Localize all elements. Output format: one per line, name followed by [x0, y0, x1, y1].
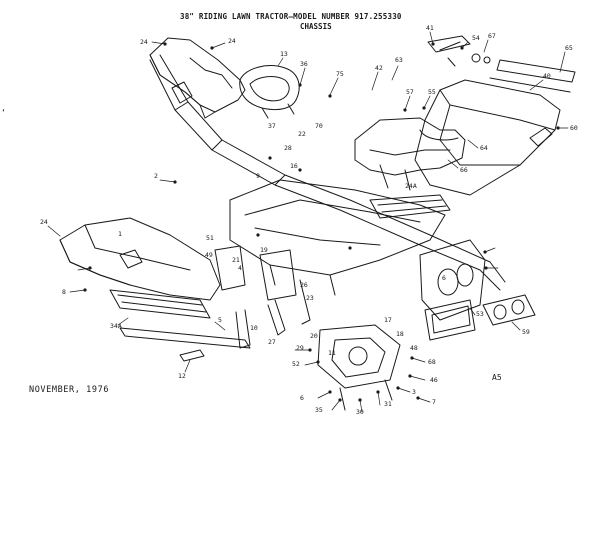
part-number-label: 52: [292, 360, 300, 368]
part-number-label: 57: [406, 88, 414, 96]
main-frame-rail: [149, 54, 506, 291]
part-number-label: 51: [206, 234, 214, 242]
part-number-label: 37: [268, 122, 276, 130]
part-number-label: 11: [328, 349, 336, 357]
hardware-fasteners: [83, 42, 560, 402]
part-number-label: 42: [375, 64, 383, 72]
part-number-label: 65: [565, 44, 573, 52]
page-code: A5: [492, 373, 502, 382]
part-number-label: 16: [290, 162, 298, 170]
hood-assembly: [414, 79, 561, 196]
part-number-label: 67: [488, 32, 496, 40]
part-number-label: 24: [228, 37, 236, 45]
leader-lines: [47, 31, 569, 413]
transmission-mount-plate: [317, 324, 401, 411]
part-number-label: 24A: [405, 182, 417, 190]
part-number-label: 40: [543, 72, 551, 80]
rear-fender-assembly: [149, 37, 246, 119]
part-number-label: 68: [428, 358, 436, 366]
part-number-label: 63: [395, 56, 403, 64]
left-footrest: [109, 289, 211, 319]
part-number-label: 60: [570, 124, 578, 132]
diagram-title: 38" RIDING LAWN TRACTOR–MODEL NUMBER 917…: [180, 12, 402, 21]
part-number-label: 30: [356, 408, 364, 416]
part-number-label: 5: [218, 316, 222, 324]
part-number-label: 3: [412, 388, 416, 396]
part-number-label: 35: [315, 406, 323, 414]
part-number-label: 24: [40, 218, 48, 226]
part-number-label: 1: [118, 230, 122, 238]
part-number-label: 10: [250, 324, 258, 332]
left-fender-assembly: [59, 217, 221, 301]
right-footrest: [369, 194, 451, 219]
part-number-label: 36: [300, 60, 308, 68]
part-number-label: 8: [62, 288, 66, 296]
part-number-label: 21: [232, 256, 240, 264]
lift-handle-part: [179, 349, 205, 362]
part-number-label: 19: [260, 246, 268, 254]
steering-rod-part: [427, 35, 491, 67]
part-number-label: 64: [480, 144, 488, 152]
center-bracket-cluster: [214, 245, 311, 349]
diagram-subtitle: CHASSIS: [300, 22, 332, 31]
part-number-label: 9: [256, 172, 260, 180]
part-number-label: 29: [296, 344, 304, 352]
part-number-label: 18: [396, 330, 404, 338]
part-number-label: 26: [300, 281, 308, 289]
part-number-label: 75: [336, 70, 344, 78]
part-number-label: 2: [154, 172, 158, 180]
part-number-label: 6: [442, 274, 446, 282]
seat-part: [239, 65, 300, 119]
part-number-label: 23: [306, 294, 314, 302]
part-number-label: 41: [426, 24, 434, 32]
part-number-label: 4: [238, 264, 242, 272]
footer-date: NOVEMBER, 1976: [29, 385, 110, 395]
part-number-label: 7: [432, 398, 436, 406]
part-number-label: 55: [428, 88, 436, 96]
part-number-label: 31: [384, 400, 392, 408]
dash-and-fuel-tank: [354, 117, 466, 191]
part-number-label: 66: [460, 166, 468, 174]
part-number-label: 70: [315, 122, 323, 130]
center-floor-pan: [229, 179, 446, 296]
headlight-lens-plate: [482, 294, 536, 326]
part-number-label: 13: [280, 50, 288, 58]
part-number-label: 17: [384, 316, 392, 324]
part-number-label: 6: [300, 394, 304, 402]
part-number-label: 53: [476, 310, 484, 318]
grille-strip-part: [489, 59, 576, 93]
part-number-label: 27: [268, 338, 276, 346]
part-number-label: 54: [472, 34, 480, 42]
part-number-label: 24: [140, 38, 148, 46]
part-number-label: 20: [310, 332, 318, 340]
part-number-label: 48: [410, 344, 418, 352]
margin-mark: ‘: [1, 108, 6, 117]
part-number-label: 12: [178, 372, 186, 380]
part-number-label: 46: [430, 376, 438, 384]
headlight-panel: [419, 239, 486, 341]
part-number-label: 49: [205, 251, 213, 259]
part-number-label: 28: [284, 144, 292, 152]
part-number-label: 34A: [110, 322, 122, 330]
part-number-label: 22: [298, 130, 306, 138]
part-number-label: 59: [522, 328, 530, 336]
step-bar-part: [119, 327, 251, 349]
